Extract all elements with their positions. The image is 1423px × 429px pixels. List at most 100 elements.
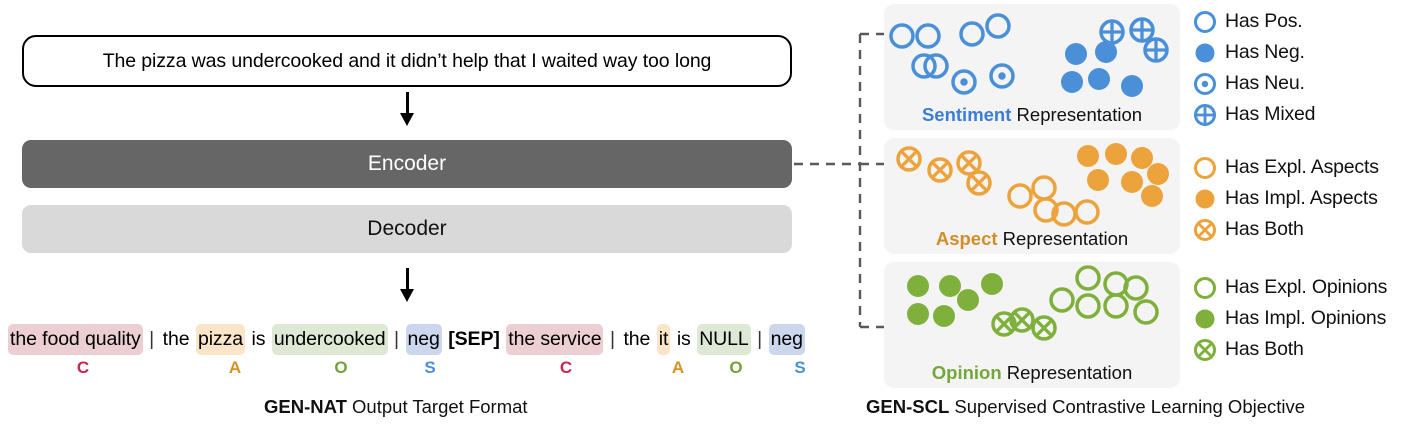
crossed-x-circle-icon — [1009, 307, 1035, 333]
legend-row: Has Both — [1192, 214, 1379, 245]
bullseye-circle-icon — [1193, 72, 1217, 95]
output-token: | — [757, 327, 763, 350]
output-token: the food quality — [8, 323, 143, 355]
filled-circle-icon — [1141, 185, 1163, 207]
output-token: | — [609, 327, 615, 350]
crossed-plus-circle-icon — [1129, 17, 1155, 43]
bullseye-circle-icon — [989, 63, 1015, 89]
hollow-circle-icon — [889, 23, 915, 49]
decoder-label: Decoder — [367, 217, 447, 240]
caption-gen-nat: GEN-NAT Output Target Format — [264, 396, 528, 418]
hollow-circle-icon — [1133, 299, 1159, 325]
crossed-x-circle-icon — [1193, 338, 1217, 361]
crossed-x-circle-icon — [1192, 217, 1218, 243]
filled-circle-icon — [907, 275, 929, 297]
crossed-plus-circle-icon — [1193, 103, 1217, 126]
hollow-circle-icon — [1192, 9, 1218, 35]
output-token: it — [656, 323, 671, 355]
legend-row: Has Expl. Opinions — [1192, 272, 1387, 303]
panel-opinion-accent: Opinion — [931, 362, 1002, 383]
hollow-circle-icon — [1193, 10, 1217, 33]
crossed-x-circle-icon — [1192, 337, 1218, 363]
panel-aspect-label: Aspect Representation — [884, 228, 1180, 250]
caption-gen-scl: GEN-SCL Supervised Contrastive Learning … — [866, 396, 1305, 418]
output-token: the — [162, 327, 190, 350]
output-token: neg — [405, 323, 442, 355]
role-letter-c: C — [76, 358, 90, 377]
filled-circle-icon — [1065, 43, 1087, 65]
filled-circle-icon — [1192, 40, 1218, 66]
filled-circle-icon — [1195, 189, 1215, 208]
legend-row: Has Expl. Aspects — [1192, 152, 1379, 183]
crossed-x-circle-icon — [1193, 218, 1217, 241]
filled-circle-icon — [1105, 143, 1127, 165]
legend-row: Has Impl. Opinions — [1192, 303, 1387, 334]
output-token: is — [676, 327, 691, 350]
legend-sentiment: Has Pos.Has Neg.Has Neu. Has Mixed — [1192, 6, 1316, 130]
output-token: pizza — [195, 323, 245, 355]
output-token: the service — [506, 323, 604, 355]
legend-row: Has Impl. Aspects — [1192, 183, 1379, 214]
filled-circle-icon — [1121, 75, 1143, 97]
panel-sentiment-accent: Sentiment — [921, 104, 1012, 125]
bullseye-circle-icon — [1192, 71, 1218, 97]
filled-circle-icon — [1192, 306, 1218, 332]
hollow-circle-icon — [1075, 293, 1101, 319]
encoder-block: Encoder — [22, 140, 792, 188]
legend-label: Has Impl. Aspects — [1225, 187, 1378, 209]
hollow-circle-icon — [985, 13, 1011, 39]
filled-circle-icon — [1121, 171, 1143, 193]
hollow-circle-icon — [915, 23, 941, 49]
output-token: | — [394, 327, 399, 350]
hollow-circle-icon — [1192, 275, 1218, 301]
output-token: neg — [768, 323, 805, 355]
panel-opinion-rest: Representation — [1001, 362, 1133, 383]
role-letter-o: O — [334, 358, 348, 377]
role-letter-s: S — [424, 358, 436, 377]
role-letter-a: A — [671, 358, 685, 377]
output-token: NULL — [697, 323, 751, 355]
scatter-opinion — [907, 265, 1159, 341]
hollow-circle-icon — [1033, 197, 1059, 223]
arrow-down-icon-decoder-to-output — [396, 268, 418, 302]
legend-row: Has Neg. — [1192, 37, 1315, 68]
bullseye-circle-icon — [951, 69, 977, 95]
filled-circle-icon — [933, 305, 955, 327]
caption-gen-scl-bold: GEN-SCL — [866, 396, 950, 417]
hollow-circle-icon — [1049, 287, 1075, 313]
crossed-x-circle-icon — [927, 157, 953, 183]
legend-label: Has Impl. Opinions — [1225, 307, 1387, 329]
role-letter-s: S — [794, 358, 806, 377]
filled-circle-icon — [939, 275, 961, 297]
output-token: the — [623, 327, 651, 350]
crossed-x-circle-icon — [966, 170, 992, 196]
hollow-circle-icon — [959, 21, 985, 47]
encoder-label: Encoder — [367, 152, 447, 175]
filled-circle-icon — [1131, 147, 1153, 169]
hollow-circle-icon — [1075, 265, 1101, 291]
role-letter-a: A — [228, 358, 242, 377]
legend-row: Has Pos. — [1192, 6, 1315, 37]
legend-label: Has Mixed — [1225, 103, 1316, 125]
output-token: undercooked — [271, 323, 388, 355]
filled-circle-icon — [1095, 41, 1117, 63]
output-token: | — [149, 327, 155, 350]
hollow-circle-icon — [1193, 156, 1217, 179]
hollow-circle-icon — [1007, 183, 1033, 209]
panel-opinion-label: Opinion Representation — [884, 362, 1180, 384]
decoder-block: Decoder — [22, 205, 792, 253]
filled-circle-icon — [1195, 309, 1215, 328]
hollow-circle-icon — [1123, 275, 1149, 301]
caption-gen-nat-bold: GEN-NAT — [264, 396, 347, 417]
scatter-sentiment — [889, 13, 1169, 97]
filled-circle-icon — [907, 303, 929, 325]
legend-label: Has Expl. Opinions — [1225, 276, 1388, 298]
filled-circle-icon — [957, 289, 979, 311]
hollow-circle-icon — [1103, 293, 1129, 319]
legend-row: Has Neu. — [1192, 68, 1315, 99]
crossed-plus-circle-icon — [1143, 37, 1169, 63]
